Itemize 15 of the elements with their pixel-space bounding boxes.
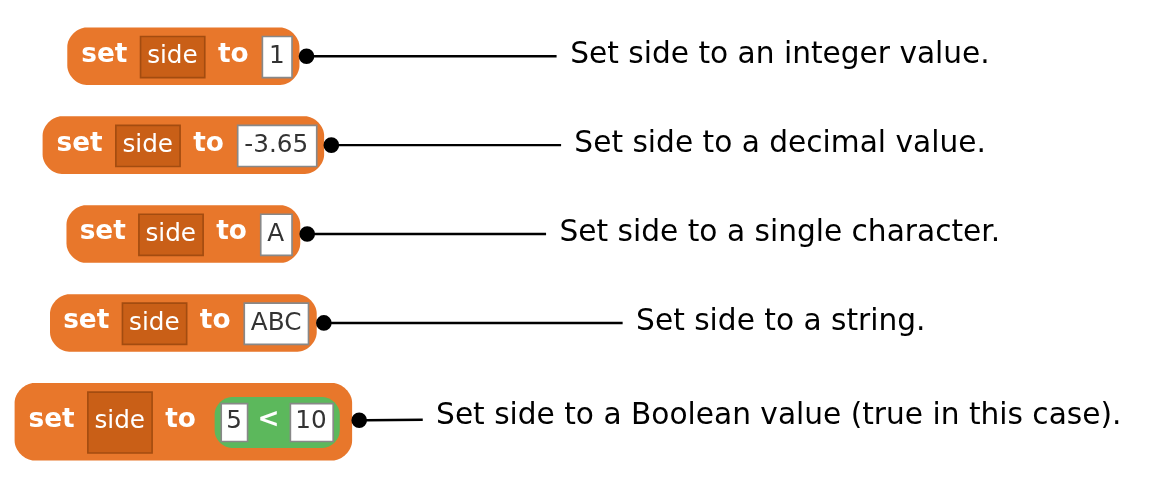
node-box: set side to -3.65 [42,115,325,174]
connector [323,136,562,153]
node-text: Set side to a string. [636,301,926,337]
connector [298,47,557,64]
node-box: set side to A [66,204,301,263]
connector [316,314,623,331]
node-text: Set side to a single character. [559,212,1001,248]
node-text: Set side to an integer value. [570,34,990,70]
node-box: set side to 5 < 10 [14,382,353,460]
connector [299,225,547,242]
node-box: set side to ABC [50,293,317,352]
connector [351,411,423,428]
node-box: set side to 1 [67,26,300,85]
node-text: Set side to a Boolean value (true in this case). [436,395,1122,431]
node-text: Set side to a decimal value. [574,123,986,159]
